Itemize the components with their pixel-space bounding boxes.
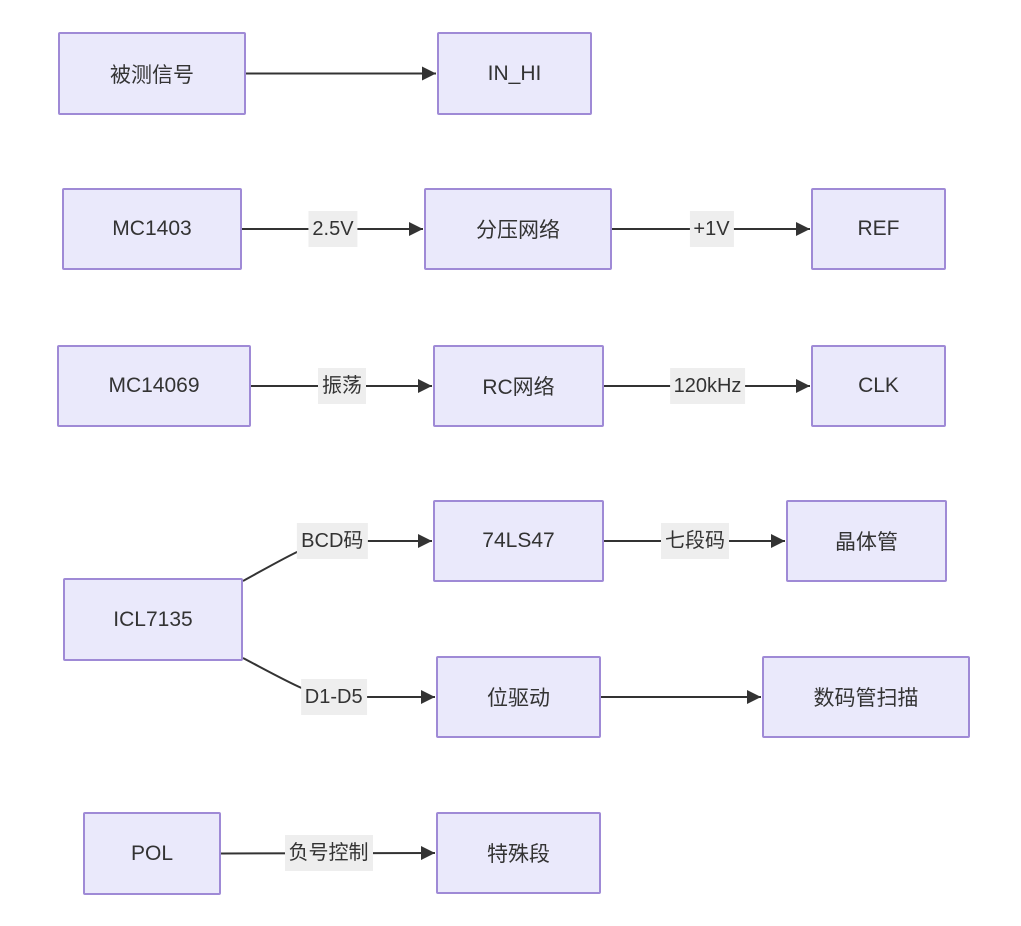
node-label: CLK bbox=[858, 374, 899, 397]
node-mc1403: MC1403 bbox=[62, 188, 242, 270]
node-74ls47: 74LS47 bbox=[433, 500, 604, 582]
node-label: IN_HI bbox=[487, 61, 542, 85]
node-label: MC1403 bbox=[112, 217, 192, 240]
node-in-hi: IN_HI bbox=[437, 32, 592, 115]
node-label: ICL7135 bbox=[113, 607, 193, 631]
node-label: POL bbox=[130, 841, 174, 865]
edge-label-74ls47-to-transistor: 七段码 bbox=[661, 523, 729, 559]
node-label: 特殊段 bbox=[487, 843, 550, 866]
node-clk: CLK bbox=[811, 345, 946, 427]
node-pol: POL bbox=[83, 812, 221, 895]
node-label: 晶体管 bbox=[835, 531, 898, 554]
node-label: REF bbox=[857, 217, 900, 240]
node-ref: REF bbox=[811, 188, 946, 270]
node-label: MC14069 bbox=[108, 374, 200, 397]
edge-label-mc14069-to-rc-network: 振荡 bbox=[318, 368, 366, 404]
node-mc14069: MC14069 bbox=[57, 345, 251, 427]
node-icl7135: ICL7135 bbox=[63, 578, 243, 661]
node-digit-driver: 位驱动 bbox=[436, 656, 601, 738]
node-label: 数码管扫描 bbox=[813, 687, 919, 710]
edge-label-divider-network-to-ref: +1V bbox=[689, 211, 734, 247]
edge-label-rc-network-to-clk: 120kHz bbox=[669, 368, 746, 404]
node-measured-signal: 被测信号 bbox=[58, 32, 246, 115]
edge-label-mc1403-to-divider-network: 2.5V bbox=[308, 211, 358, 247]
node-label: 74LS47 bbox=[482, 529, 555, 552]
edge-label-icl7135-to-digit-driver: D1-D5 bbox=[300, 679, 367, 715]
node-divider-network: 分压网络 bbox=[424, 188, 612, 270]
edge-label-pol-to-special-segment: 负号控制 bbox=[284, 835, 373, 871]
edge-label-icl7135-to-74ls47: BCD码 bbox=[297, 523, 368, 559]
node-label: 被测信号 bbox=[110, 63, 194, 87]
node-special-segment: 特殊段 bbox=[436, 812, 601, 894]
node-transistor: 晶体管 bbox=[786, 500, 947, 582]
node-label: RC网络 bbox=[482, 376, 555, 399]
node-label: 位驱动 bbox=[487, 687, 550, 710]
node-rc-network: RC网络 bbox=[433, 345, 604, 427]
node-display-scan: 数码管扫描 bbox=[762, 656, 970, 738]
node-label: 分压网络 bbox=[476, 219, 560, 242]
